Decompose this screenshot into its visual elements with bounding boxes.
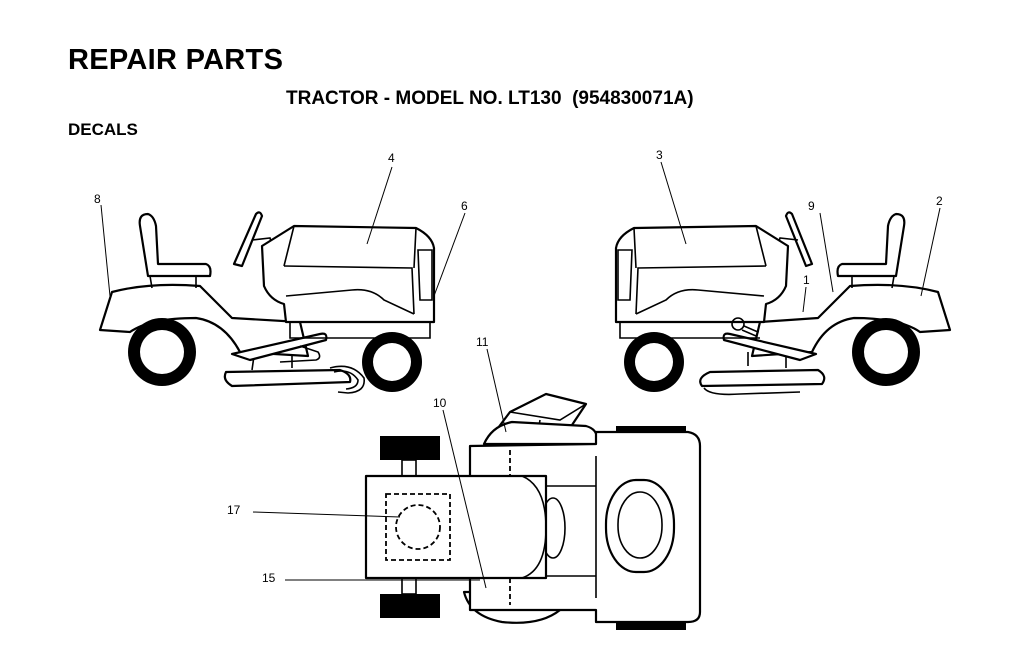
callout-8: 8 [94, 192, 101, 206]
callout-leaders [100, 161, 941, 589]
tractor-left-view [98, 211, 436, 394]
tractor-right-view [614, 211, 952, 396]
callout-10: 10 [433, 396, 447, 410]
section-heading: DECALS [68, 120, 138, 139]
callout-11: 11 [476, 335, 489, 349]
model-subtitle: TRACTOR - MODEL NO. LT130 (954830071A) [286, 88, 694, 109]
callout-15: 15 [262, 571, 276, 585]
page-title: REPAIR PARTS [68, 44, 284, 76]
callout-6: 6 [461, 199, 468, 213]
callout-9: 9 [808, 199, 815, 213]
callout-2: 2 [936, 194, 943, 208]
callout-4: 4 [388, 151, 395, 165]
callout-17: 17 [227, 503, 241, 517]
callout-1: 1 [803, 273, 810, 287]
callout-3: 3 [656, 148, 663, 162]
tractor-top-view [364, 392, 702, 630]
